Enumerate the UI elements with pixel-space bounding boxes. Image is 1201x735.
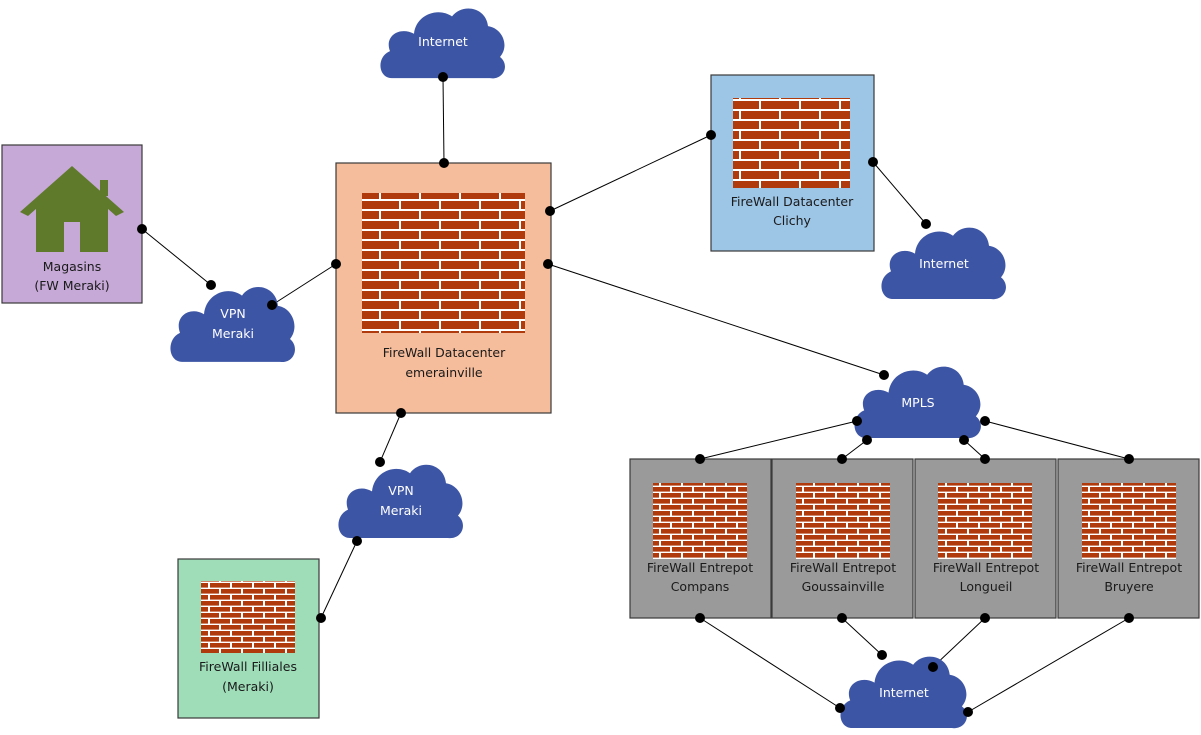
clichy-label-line1: FireWall Datacenter: [731, 194, 854, 209]
connection-point: [396, 408, 406, 418]
connection-point: [879, 370, 889, 380]
vpn-top-label-line2: Meraki: [212, 326, 254, 341]
firewall-icon: [733, 98, 850, 188]
connection-point: [267, 300, 277, 310]
node-vpn-top[interactable]: VPN Meraki: [170, 286, 295, 363]
filiales-label-line2: (Meraki): [222, 679, 274, 694]
node-datacenter-emerainville[interactable]: FireWall Datacenter emerainville: [335, 162, 552, 414]
connection-point: [837, 613, 847, 623]
connection-point: [921, 219, 931, 229]
firewall-icon: [362, 193, 525, 333]
connection-point: [331, 259, 341, 269]
entrepot-label-line1: FireWall Entrepot: [933, 560, 1039, 575]
link-vpn-filiales: [320, 540, 358, 619]
node-entrepot-compans[interactable]: FireWall Entrepot Compans: [629, 458, 772, 619]
entrepot-label-line2: Bruyere: [1104, 579, 1154, 594]
vpn-bottom-label-line1: VPN: [388, 483, 413, 498]
connection-point: [438, 72, 448, 82]
connection-point: [352, 536, 362, 546]
connection-point: [852, 416, 862, 426]
datacenter-label-line2: emerainville: [405, 365, 483, 380]
connection-point: [695, 454, 705, 464]
link-mpls-bruyere: [984, 420, 1130, 460]
link-longueil-internet: [932, 617, 986, 668]
firewall-icon: [938, 483, 1032, 559]
connection-point: [877, 650, 887, 660]
link-compans-internet: [699, 617, 841, 709]
node-filiales[interactable]: FireWall Filliales (Meraki): [177, 558, 320, 719]
connection-point: [316, 613, 326, 623]
internet-clichy-label: Internet: [919, 256, 969, 271]
clichy-label-line2: Clichy: [773, 213, 811, 228]
link-bruyere-internet: [967, 617, 1130, 713]
link-mpls-compans: [699, 420, 858, 460]
connection-point: [980, 613, 990, 623]
link-datacenter-clichy: [549, 134, 712, 212]
link-mpls-goussainville: [841, 439, 868, 460]
node-entrepot-goussainville[interactable]: FireWall Entrepot Goussainville: [771, 458, 914, 619]
connection-point: [980, 454, 990, 464]
house-icon: [20, 166, 124, 252]
cloud-icon: [170, 286, 295, 363]
entrepot-label-line1: FireWall Entrepot: [647, 560, 753, 575]
firewall-icon: [796, 483, 890, 559]
connection-point: [206, 280, 216, 290]
link-vpn-datacenter: [271, 263, 337, 306]
connection-point: [439, 158, 449, 168]
connection-point: [706, 130, 716, 140]
mpls-label: MPLS: [901, 395, 934, 410]
magasins-label-line2: (FW Meraki): [34, 278, 109, 293]
connection-point: [1124, 613, 1134, 623]
connection-point: [868, 157, 878, 167]
node-entrepot-longueil[interactable]: FireWall Entrepot Longueil: [914, 458, 1057, 619]
node-mpls[interactable]: MPLS: [854, 366, 981, 439]
node-entrepot-bruyere[interactable]: FireWall Entrepot Bruyere: [1057, 458, 1200, 619]
link-datacenter-mpls: [547, 263, 885, 376]
connection-points: [137, 72, 1134, 717]
node-datacenter-clichy[interactable]: FireWall Datacenter Clichy: [710, 74, 875, 252]
connection-point: [928, 662, 938, 672]
link-internet-datacenter: [442, 76, 445, 164]
internet-bottom-label: Internet: [879, 685, 929, 700]
entrepot-label-line2: Compans: [671, 579, 730, 594]
link-datacenter-vpn: [379, 412, 402, 463]
firewall-icon: [653, 483, 747, 559]
vpn-bottom-label-line2: Meraki: [380, 503, 422, 518]
node-vpn-bottom[interactable]: VPN Meraki: [338, 464, 463, 539]
connection-point: [375, 457, 385, 467]
connection-point: [959, 435, 969, 445]
link-magasins-vpn: [141, 228, 212, 286]
datacenter-label-line1: FireWall Datacenter: [383, 345, 506, 360]
connection-point: [963, 707, 973, 717]
connection-point: [543, 259, 553, 269]
node-internet-bottom[interactable]: Internet: [840, 656, 967, 729]
connection-point: [862, 435, 872, 445]
connection-point: [1124, 454, 1134, 464]
internet-top-label: Internet: [418, 34, 468, 49]
entrepot-label-line2: Longueil: [960, 579, 1013, 594]
magasins-label-line1: Magasins: [43, 259, 101, 274]
node-magasins[interactable]: Magasins (FW Meraki): [1, 144, 143, 304]
firewall-icon: [1082, 483, 1176, 559]
entrepot-label-line1: FireWall Entrepot: [1076, 560, 1182, 575]
link-goussainville-internet: [841, 617, 883, 656]
link-clichy-internet: [872, 161, 927, 225]
connection-point: [980, 416, 990, 426]
firewall-icon: [201, 581, 295, 653]
entrepot-label-line2: Goussainville: [802, 579, 885, 594]
connection-point: [137, 224, 147, 234]
connection-point: [695, 613, 705, 623]
node-internet-clichy[interactable]: Internet: [881, 227, 1006, 300]
connection-point: [837, 454, 847, 464]
connection-point: [545, 206, 555, 216]
vpn-top-label-line1: VPN: [220, 306, 245, 321]
cloud-icon: [338, 464, 463, 539]
connection-point: [835, 703, 845, 713]
node-internet-top[interactable]: Internet: [380, 8, 505, 79]
filiales-label-line1: FireWall Filliales: [199, 659, 297, 674]
entrepot-label-line1: FireWall Entrepot: [790, 560, 896, 575]
